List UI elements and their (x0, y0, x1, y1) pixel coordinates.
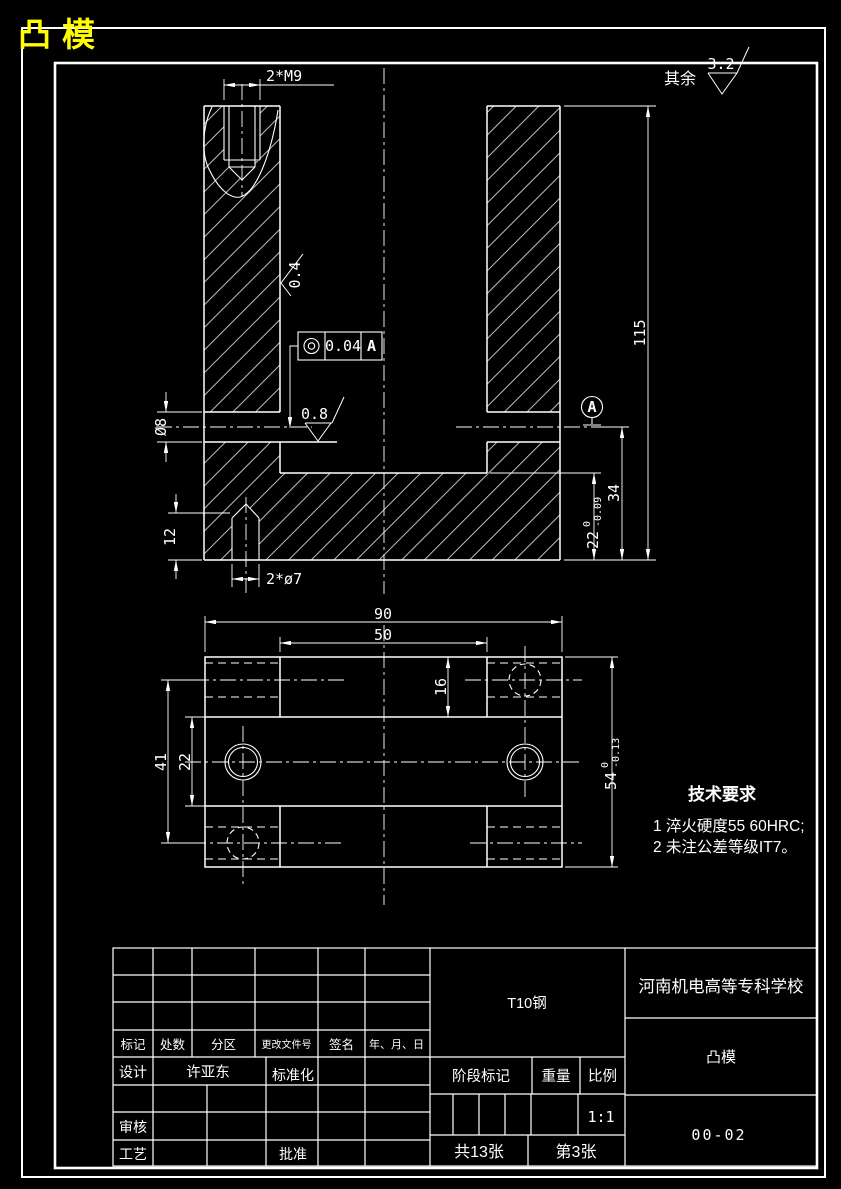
col-zone: 分区 (211, 1038, 236, 1052)
review-label: 审核 (119, 1119, 147, 1135)
dim-base-value: 22 (584, 531, 602, 549)
geo-tolerance-frame: 0.04 A (287, 331, 383, 428)
plan-centerlines (185, 625, 582, 905)
dim-depth-tol-upper: 0 (600, 762, 611, 768)
title-block: 标记 处数 分区 更改文件号 签名 年、月、日 设计 许亚东 标准化 审核 工艺… (112, 947, 818, 1167)
school-name: 河南机电高等专科学校 (639, 977, 804, 996)
geo-tolerance-leader (287, 345, 298, 428)
datum-a-label: A (587, 398, 596, 416)
part-name: 凸模 (706, 1049, 736, 1066)
drawing-number: 00-02 (691, 1126, 746, 1144)
roughness-wall-value: 0.4 (286, 261, 304, 288)
tech-requirement-item: 2 未注公差等级IT7。 (653, 838, 797, 856)
dim-width: 90 (204, 605, 563, 652)
tech-requirement-item: 1 淬火硬度55 60HRC; (653, 817, 805, 835)
col-mark: 标记 (120, 1038, 146, 1052)
dim-mid-height: 22 (176, 716, 205, 807)
roughness-floor-value: 0.8 (301, 405, 328, 423)
material-value: T10钢 (507, 995, 547, 1012)
tech-requirements: 技术要求 1 淬火硬度55 60HRC; 2 未注公差等级IT7。 (653, 784, 805, 856)
tech-requirements-heading: 技术要求 (688, 784, 756, 804)
dim-total-height: 115 (564, 105, 656, 561)
geo-tolerance-datum: A (367, 337, 376, 355)
section-centerlines (156, 68, 610, 594)
dim-thread-label: 2*M9 (266, 67, 302, 85)
dim-step-height: 34 (595, 426, 629, 560)
title-block-grid (112, 947, 818, 1167)
dim-mid-height-label: 22 (176, 753, 194, 771)
plan-view: 90 50 16 41 22 5 (152, 605, 622, 905)
dim-width-label: 90 (374, 605, 392, 623)
dim-tongue-width: 50 (279, 626, 488, 652)
dim-tongue-height: 16 (432, 657, 462, 718)
dim-thread: 2*M9 (223, 67, 334, 100)
col-change-file: 更改文件号 (262, 1038, 312, 1051)
dim-depth-value: 54 (602, 772, 620, 790)
scale-label: 比例 (588, 1068, 617, 1085)
hatch-right-wall (487, 106, 560, 412)
drawing-frame (21, 27, 826, 1178)
datum-a-symbol: A (580, 395, 604, 426)
dim-tongue-height-label: 16 (432, 678, 450, 696)
sheet-number: 第3张 (556, 1143, 597, 1161)
dim-pin-holes: 2*ø7 (231, 564, 302, 588)
roughness-icon (707, 46, 750, 95)
dim-pin-holes-label: 2*ø7 (266, 570, 302, 588)
standardization-label: 标准化 (272, 1067, 314, 1083)
dim-hole-span-label: 41 (152, 753, 170, 771)
stage-mark-label: 阶段标记 (452, 1068, 510, 1085)
dim-tongue-width-label: 50 (374, 626, 392, 644)
dim-step-height-label: 34 (605, 484, 623, 502)
geo-tolerance-value: 0.04 (325, 337, 361, 355)
general-roughness-note: 其余 3.2 (664, 46, 750, 95)
dim-total-height-label: 115 (631, 319, 649, 346)
col-date: 年、月、日 (369, 1037, 424, 1051)
recess-curve (203, 106, 279, 198)
roughness-floor-symbol: 0.8 (301, 396, 345, 442)
dim-base-tol-upper: 0 (582, 521, 593, 527)
designer-name: 许亚东 (186, 1064, 230, 1081)
dim-pin-depth: 12 (161, 494, 230, 579)
dim-side-hole: Ø8 (152, 392, 202, 462)
process-label: 工艺 (119, 1146, 147, 1162)
concentricity-icon (303, 337, 320, 355)
hatch-base (204, 442, 560, 560)
dim-pin-depth-label: 12 (161, 528, 179, 546)
section-view: 2*M9 Ø8 12 2*ø7 115 (152, 67, 656, 594)
dim-depth-tol-lower: -0.13 (611, 738, 622, 768)
scale-value: 1:1 (587, 1108, 614, 1126)
pin-hole-void (232, 503, 259, 560)
dim-base-thickness: 22 0 -0.09 (490, 472, 604, 560)
hatch-left-wall (204, 106, 280, 412)
title-block-text: 标记 处数 分区 更改文件号 签名 年、月、日 设计 许亚东 标准化 审核 工艺… (119, 977, 804, 1162)
col-count: 处数 (160, 1037, 186, 1052)
design-label: 设计 (119, 1064, 147, 1080)
dim-hole-span: 41 (152, 679, 199, 844)
col-sign: 签名 (329, 1037, 354, 1052)
approve-label: 批准 (279, 1146, 307, 1162)
dim-side-hole-label: Ø8 (152, 418, 170, 436)
page-title: 凸模 (18, 16, 106, 53)
total-sheets: 共13张 (454, 1143, 504, 1161)
general-note-value: 3.2 (707, 55, 734, 73)
dim-depth: 54 0 -0.13 (565, 656, 622, 868)
weight-label: 重量 (542, 1068, 571, 1085)
dim-base-tol-lower: -0.09 (593, 497, 604, 527)
roughness-wall-symbol: 0.4 (280, 253, 304, 297)
general-note-prefix: 其余 (664, 69, 696, 88)
plan-outline (204, 656, 563, 868)
